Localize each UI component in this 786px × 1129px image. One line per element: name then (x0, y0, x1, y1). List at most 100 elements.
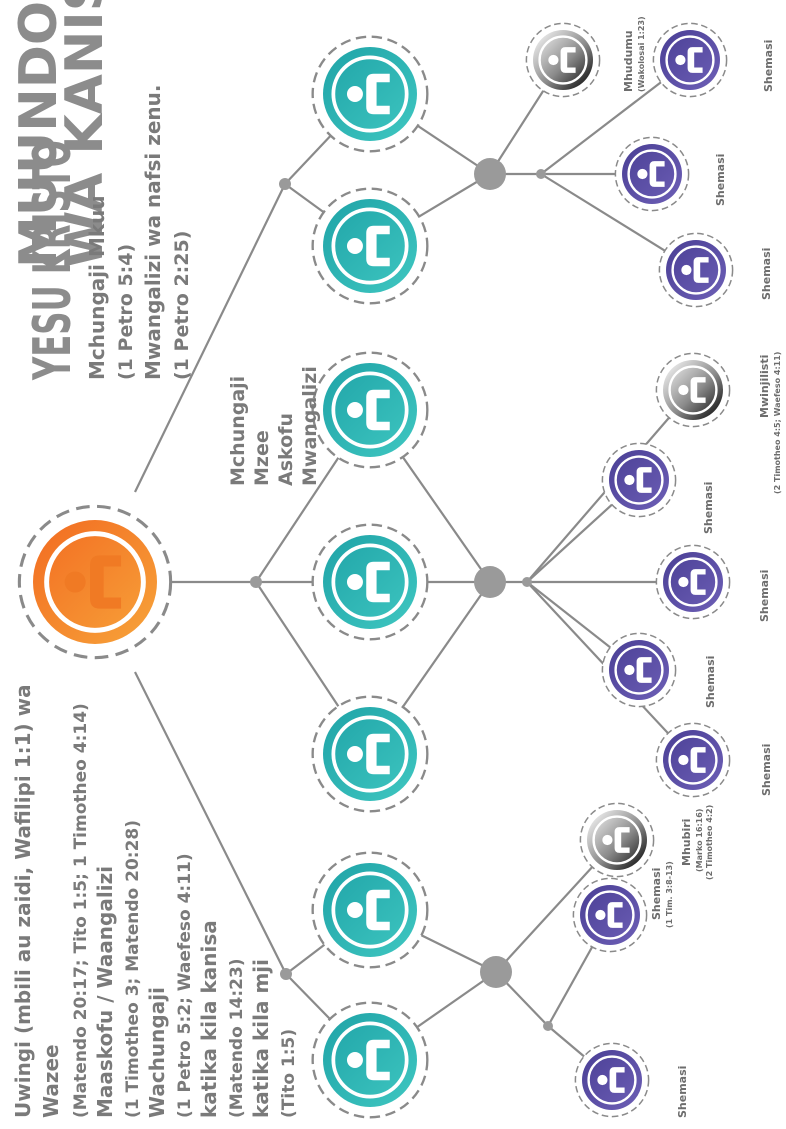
label-shemasi-t1: Shemasi (762, 40, 775, 92)
person-head-icon (346, 746, 363, 762)
junction-dot (250, 576, 262, 588)
deacon-node (601, 442, 677, 518)
inner-ring (627, 149, 677, 199)
person-head-icon (602, 834, 613, 846)
person-body-icon (607, 902, 623, 928)
person-body-icon (614, 827, 630, 853)
label-shemasi-b2: Shemasi (676, 1066, 689, 1118)
person-body-icon (636, 467, 652, 493)
inner-ring (331, 1021, 409, 1099)
desc-line-1: Uwingi (mbili au zaidi, Wafilipi 1:1) wa (11, 684, 35, 1118)
elder-node-mid-3 (311, 695, 429, 813)
person-body-icon (366, 225, 390, 267)
inner-ring (331, 55, 409, 133)
inner-ring (331, 543, 409, 621)
christ-name: YESU KRISTO (23, 140, 83, 381)
person-head-icon (678, 384, 689, 396)
person-body-icon (90, 555, 122, 609)
elder-node-mid-1 (311, 351, 429, 469)
label-shemasi-m4: Shemasi (760, 744, 773, 796)
label-shemasi-m2: Shemasi (758, 570, 771, 622)
deacon-node (655, 544, 731, 620)
christ-line-2: (1 Petro 5:4) (115, 244, 137, 380)
person-head-icon (64, 571, 86, 593)
person-body-icon (690, 569, 706, 595)
person-body-icon (366, 889, 390, 931)
role-mwangalizi: Mwangalizi (299, 366, 321, 486)
christ-line-1: Mchungaji Mkuu (85, 195, 109, 380)
junction-dot (279, 178, 291, 190)
desc-line-11: (Tito 1:5) (279, 1029, 299, 1118)
inner-ring (587, 1055, 637, 1105)
role-askofu: Askofu (275, 413, 297, 486)
title-line-1: MUUNDO (9, 1, 69, 268)
inner-ring (668, 735, 718, 785)
label-mhudumu-ref: (Wakolosai 1:23) (637, 16, 646, 92)
title-line-2: WA KANISA (55, 0, 115, 268)
elder-node-top-2 (311, 187, 429, 305)
person-body-icon (366, 561, 390, 603)
desc-line-6: Wachungaji (145, 987, 169, 1118)
label-shemasi-t3: Shemasi (760, 248, 773, 300)
label-shemasi-m1: Shemasi (702, 482, 715, 534)
inner-ring (665, 35, 715, 85)
elder-node-bot-2 (311, 1001, 429, 1119)
deacon-node (614, 136, 690, 212)
desc-line-8: katika kila kanisa (197, 920, 221, 1118)
elder-node-top-1 (311, 35, 429, 153)
role-mchungaji: Mchungaji (227, 376, 249, 486)
edge-christ-bot (134, 671, 287, 975)
person-head-icon (624, 664, 635, 676)
label-mhubiri: Mhubiri (680, 819, 693, 866)
person-body-icon (366, 389, 390, 431)
person-body-icon (690, 747, 706, 773)
desc-line-9: (Matendo 14:23) (227, 958, 247, 1118)
desc-line-7: (1 Petro 5:2; Waefeso 4:11) (175, 853, 195, 1118)
label-mhudumu: Mhudumu (622, 30, 635, 92)
inner-ring (592, 815, 642, 865)
label-shemasi-ref: (1 Tim. 3:8-13) (665, 861, 674, 928)
label-mhubiri-ref1: (Marko 16:16) (695, 809, 704, 872)
person-body-icon (649, 161, 665, 187)
deacon-node (652, 22, 728, 98)
person-head-icon (346, 402, 363, 418)
person-head-icon (595, 909, 606, 921)
junction-dot (543, 1021, 553, 1031)
person-head-icon (678, 754, 689, 766)
person-head-icon (346, 238, 363, 254)
inner-ring (44, 531, 146, 633)
person-head-icon (346, 574, 363, 590)
christ-line-4: (1 Petro 2:25) (171, 231, 193, 380)
desc-line-10: katika kila mji (249, 959, 273, 1118)
desc-line-5: (1 Timotheo 3; Matendo 20:28) (123, 820, 143, 1118)
elder-node-mid-2 (311, 523, 429, 641)
inner-ring (614, 645, 664, 695)
christ-node (17, 504, 173, 660)
minister-node-mhudumu (525, 22, 601, 98)
elder-node-bot-1 (311, 851, 429, 969)
label-shemasi-t2: Shemasi (714, 154, 727, 206)
deacon-node (658, 232, 734, 308)
person-head-icon (624, 474, 635, 486)
desc-line-4: Maaskofu / Waangalizi (93, 866, 117, 1118)
minister-node-mhubiri (579, 802, 655, 878)
hub-dot (474, 566, 506, 598)
person-body-icon (609, 1067, 625, 1093)
person-body-icon (560, 47, 576, 73)
edge-christ-top (134, 183, 286, 493)
label-mwinjilisti: Mwinjilisti (758, 355, 771, 418)
inner-ring (671, 245, 721, 295)
inner-ring (331, 871, 409, 949)
junction-dot (280, 968, 292, 980)
inner-ring (668, 365, 718, 415)
inner-ring (331, 371, 409, 449)
junction-dot (522, 577, 532, 587)
label-mhubiri-ref2: (2 Timotheo 4:2) (705, 805, 714, 880)
person-body-icon (366, 733, 390, 775)
deacon-node (574, 1042, 650, 1118)
inner-ring (585, 890, 635, 940)
inner-ring (668, 557, 718, 607)
desc-line-2: Wazee (39, 1044, 63, 1118)
person-head-icon (346, 86, 363, 102)
